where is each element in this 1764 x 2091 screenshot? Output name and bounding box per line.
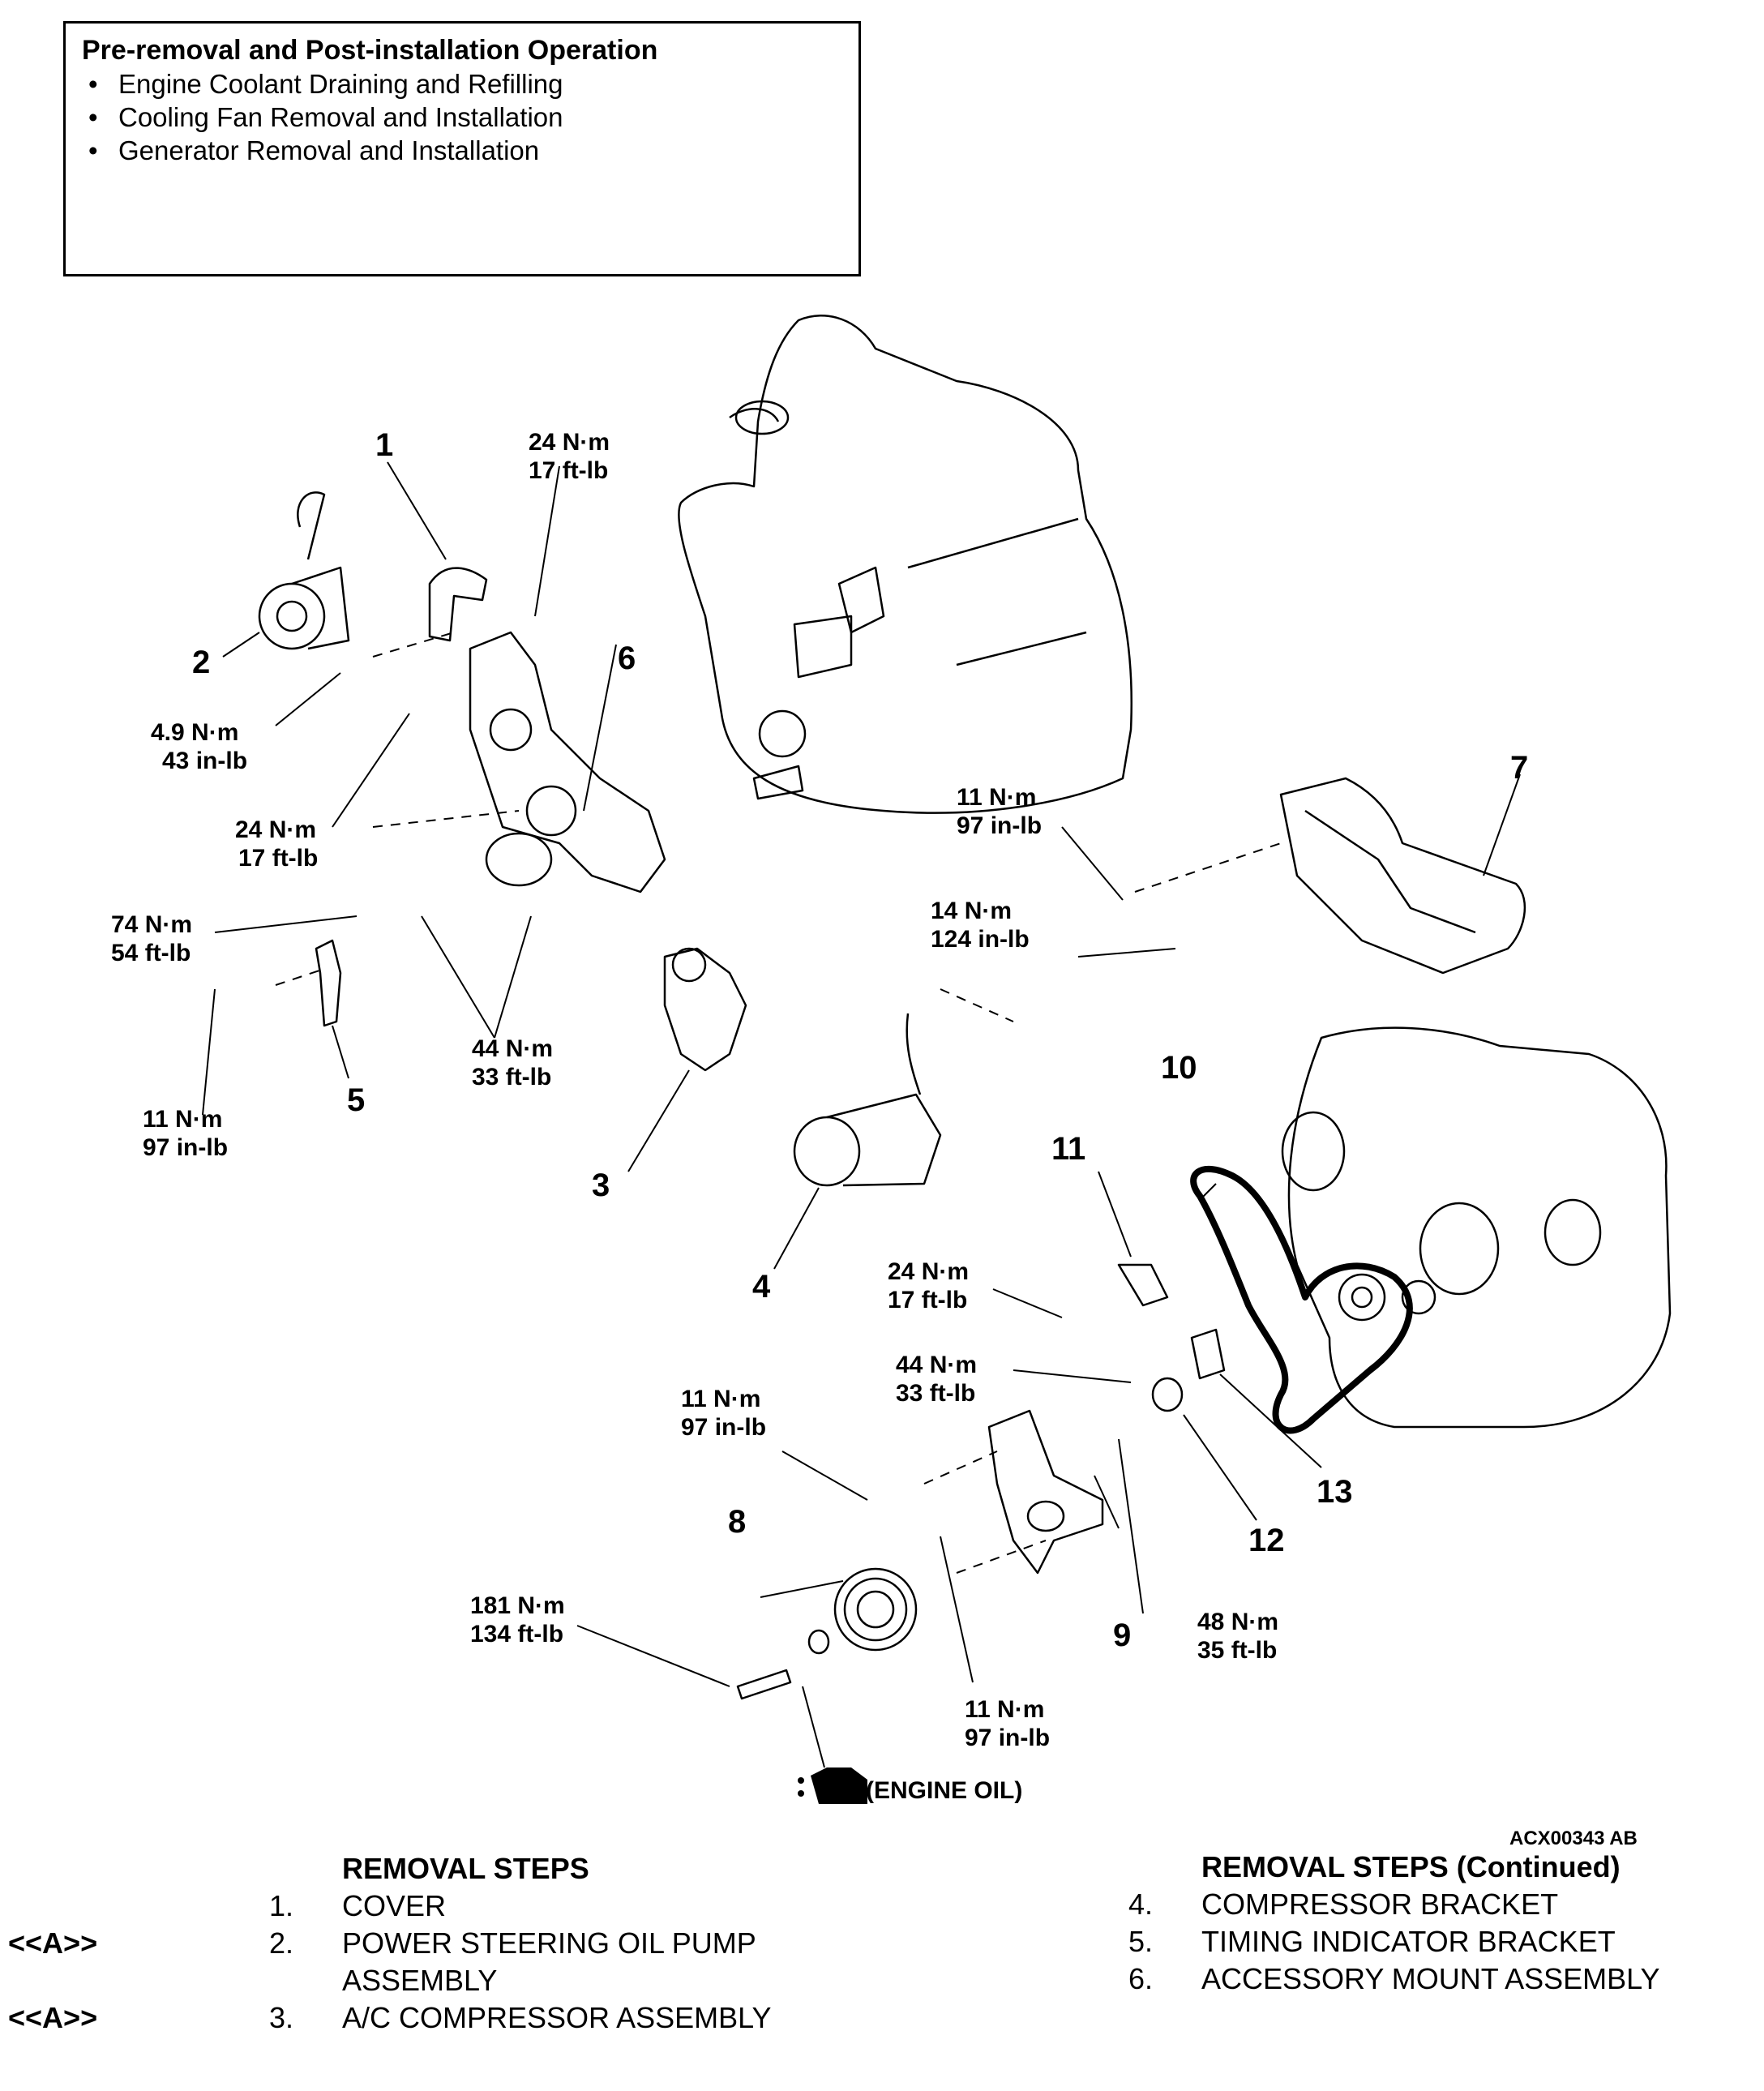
callout-12: 12: [1248, 1523, 1285, 1558]
engine-block-upper: [678, 314, 1132, 814]
torque-label: 11 N·m: [965, 1696, 1044, 1723]
callout-6: 6: [618, 641, 636, 676]
callout-4: 4: [752, 1269, 771, 1305]
torque-label: 11 N·m: [143, 1106, 222, 1133]
torque-label: 14 N·m: [931, 898, 1012, 924]
torque-label: 44 N·m: [896, 1352, 977, 1378]
removal-steps-continued: REMOVAL STEPS (Continued) 4.COMPRESSOR B…: [1128, 1849, 1660, 1998]
pre-removal-box: Pre-removal and Post-installation Operat…: [63, 21, 861, 276]
torque-label: 97 in-lb: [957, 812, 1042, 839]
pre-removal-item: •Engine Coolant Draining and Refilling: [88, 69, 563, 99]
removal-step: ASSEMBLY: [342, 1964, 498, 1997]
callout-1: 1: [375, 427, 393, 463]
callout-2: 2: [192, 645, 210, 680]
torque-label: 11 N·m: [681, 1386, 760, 1412]
pre-removal-title: Pre-removal and Post-installation Operat…: [82, 35, 658, 66]
removal-step: <<A>>3.A/C COMPRESSOR ASSEMBLY: [8, 2001, 772, 2034]
timing-belt: [1190, 1165, 1413, 1434]
pre-removal-item: •Generator Removal and Installation: [88, 135, 540, 165]
callout-9: 9: [1113, 1618, 1131, 1653]
removal-step: 5.TIMING INDICATOR BRACKET: [1128, 1925, 1616, 1958]
removal-steps-title: REMOVAL STEPS: [342, 1852, 589, 1885]
torque-label: 43 in-lb: [162, 748, 247, 774]
torque-label: 97 in-lb: [965, 1725, 1050, 1751]
torque-label: 11 N·m: [957, 784, 1036, 811]
torque-label: 17 ft-lb: [529, 457, 608, 484]
callout-10: 10: [1161, 1050, 1197, 1086]
torque-label: 44 N·m: [472, 1035, 553, 1062]
torque-label: 17 ft-lb: [888, 1287, 967, 1313]
timing-cover: [1279, 777, 1526, 975]
engine-block-lower: [1287, 1026, 1672, 1429]
callout-8: 8: [728, 1504, 746, 1540]
removal-steps-continued-title: REMOVAL STEPS (Continued): [1201, 1850, 1621, 1883]
torque-label: 97 in-lb: [681, 1414, 766, 1441]
callout-13: 13: [1317, 1474, 1353, 1510]
removal-step: <<A>>2.POWER STEERING OIL PUMP: [8, 1926, 756, 1960]
callout-7: 7: [1510, 750, 1528, 786]
torque-label: 48 N·m: [1197, 1609, 1278, 1635]
callout-11: 11: [1051, 1131, 1085, 1167]
removal-step: 4.COMPRESSOR BRACKET: [1128, 1887, 1559, 1921]
torque-label: 35 ft-lb: [1197, 1637, 1277, 1664]
torque-label: 24 N·m: [529, 429, 610, 456]
torque-label: 134 ft-lb: [470, 1621, 563, 1648]
torque-label: 24 N·m: [888, 1258, 969, 1285]
pre-removal-list: •Engine Coolant Draining and Refilling •…: [82, 67, 842, 167]
torque-label: 24 N·m: [235, 816, 316, 843]
figure-code: ACX00343 AB: [1509, 1827, 1638, 1849]
oil-can-icon: [798, 1767, 867, 1804]
callout-5: 5: [347, 1082, 365, 1118]
accessory-mount: [469, 631, 666, 893]
removal-step: 1.COVER: [269, 1889, 447, 1922]
removal-steps: REMOVAL STEPS 1.COVER <<A>>2.POWER STEER…: [8, 1850, 772, 2037]
engine-oil-label: (ENGINE OIL): [866, 1777, 1022, 1804]
torque-label: 181 N·m: [470, 1592, 565, 1619]
torque-label: 4.9 N·m: [151, 719, 238, 746]
torque-label: 97 in-lb: [143, 1134, 228, 1161]
torque-label: 17 ft-lb: [238, 845, 318, 872]
torque-label: 33 ft-lb: [896, 1380, 975, 1407]
torque-label: 33 ft-lb: [472, 1064, 551, 1090]
torque-label: 124 in-lb: [931, 926, 1030, 953]
removal-step: 6.ACCESSORY MOUNT ASSEMBLY: [1128, 1962, 1660, 1995]
torque-label: 54 ft-lb: [111, 940, 191, 966]
pre-removal-item: •Cooling Fan Removal and Installation: [88, 102, 563, 132]
torque-label: 74 N·m: [111, 911, 192, 938]
callout-3: 3: [592, 1168, 610, 1203]
